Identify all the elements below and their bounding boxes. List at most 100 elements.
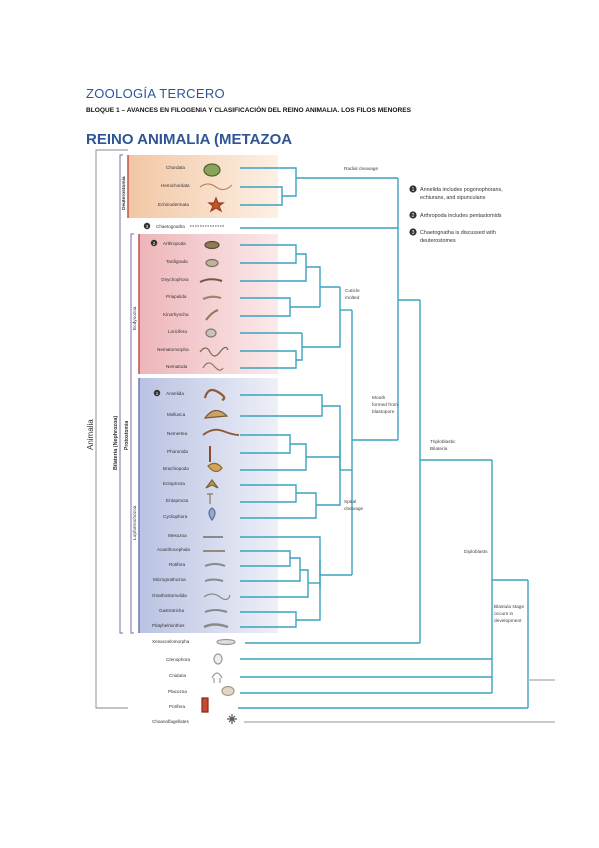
protostomia-label: Protostomia [124,421,130,450]
taxon-platyhelminthes: Platyhelminthes [152,623,185,628]
organism-illustrations [190,163,240,724]
acorn-worm-icon [199,183,233,191]
marker-1-circle [153,389,161,397]
taxon-onychophora: Onychophora [161,277,189,282]
gnathostomulid-icon [203,593,231,601]
legend-1-line-b: echiurans, and sipunculans [420,195,486,201]
kinorhynch-icon [205,309,219,321]
taxon-cycliophora: Cycliophora [163,514,188,519]
jellyfish-icon [211,672,223,683]
node-triploblastic-1: Triploblastic [430,439,456,445]
micrognathozoan-icon [204,578,224,582]
taxon-kinorhyncha: Kinorhyncha [163,312,189,317]
taxon-mollusca: Mollusca [167,412,186,417]
taxon-rotifera: Rotifera [169,562,186,567]
taxon-entoprocta: Entoprocta [166,498,189,503]
choanoflagellate-icon [227,714,237,724]
taxon-chaetognatha: Chaetognatha [156,224,185,229]
loricifera-icon [205,328,217,338]
legend-1-line-a: Annelida includes pogonophorans, [420,187,503,193]
nematode-icon [202,362,224,371]
rotifer-icon [204,563,226,567]
cladogram-branches [238,167,555,723]
taxon-xenacoelomorpha: Xenacoelomorpha [152,639,190,644]
taxon-nematoda: Nematoda [166,364,188,369]
tardigrade-icon [205,258,219,268]
taxon-phoronida: Phoronida [167,449,188,454]
ecdysozoa-label: Ecdysozoa [132,306,138,330]
node-blastula-3: development [494,618,522,624]
mollusk-icon [203,409,229,419]
sea-star-icon [207,196,225,213]
node-radial-cleavage: Radial cleavage [344,166,378,172]
nemertean-icon [202,428,240,436]
annelid-icon [203,388,226,402]
xenacoelomorph-icon [216,638,236,646]
node-mouth-2: formed from [372,402,398,408]
node-mouth-3: blastopore [372,409,395,415]
taxon-ectoprocta: Ectoprocta [163,481,185,486]
cycliophore-icon [208,507,216,522]
legend-3-number: 3 [412,230,415,236]
taxon-nematomorpha: Nematomorpha [157,347,189,352]
comb-jelly-icon [213,653,223,665]
entoproct-icon [207,493,213,504]
animalia-bracket [95,149,128,709]
legend-3-circle [409,228,417,236]
node-mouth-1: Mouth [372,395,386,401]
animalia-label: Animalia [86,419,95,450]
node-blastula-2: occurs in [494,611,514,617]
taxon-brachiopoda: Brachiopoda [163,466,189,471]
protostomia-bracket [130,233,134,634]
bilateria-label: Bilateria (Nephrozoa) [113,416,119,470]
block-subtitle: BLOQUE 1 – AVANCES EN FILOGENIA Y CLASIF… [86,107,412,114]
marker-2-circle [150,239,158,247]
node-cuticle-2: molted [345,295,360,301]
frog-icon [203,163,221,177]
taxon-arthropoda: Arthropoda [163,241,186,246]
marker-3-text: 3 [146,224,149,229]
taxon-gastrotricha: Gastrotricha [159,608,184,613]
node-triploblastic-2: Bilateria [430,446,448,452]
course-title: ZOOLOGÍA TERCERO [86,86,225,101]
node-cuticle-1: Cuticle [345,288,360,294]
gastrotrich-icon [204,609,228,613]
taxon-gnathostomulida: Gnathostomulida [152,593,187,598]
flatworm-icon [203,623,229,629]
taxon-porifera: Porifera [169,704,186,709]
node-spiral-2: cleavage [344,506,364,512]
node-diploblasts: Diploblasts [464,549,488,555]
taxon-tardigrada: Tardigrada [166,259,188,264]
taxon-micrognathozoa: Micrognathozoa [153,577,186,582]
taxon-chordata: Chordata [166,165,185,170]
marker-2-text: 2 [153,241,156,246]
bilateria-bracket [119,154,123,634]
legend-1-circle [409,185,417,193]
lophotrochozoa-box [139,378,278,633]
taxon-nemertea: Nemertea [167,431,188,436]
deuterostomia-label: Deuterostomia [121,176,127,210]
marker-3-circle [143,222,151,230]
brachiopod-icon [207,462,223,473]
legend-2-number: 2 [412,213,415,219]
marker-1-text: 1 [156,391,159,396]
taxon-placozoa: Placozoa [168,689,187,694]
legend-2-circle [409,211,417,219]
lophotrochozoa-label: Lophotrochozoa [132,505,138,540]
taxon-annelida: Annelida [166,391,184,396]
taxon-ctenophora: Ctenophora [166,657,190,662]
legend-2-line-a: Arthropoda includes pentastomids [420,213,502,219]
legend-1-number: 1 [412,187,415,193]
ecdysozoa-box [139,234,278,374]
ectoproct-icon [205,479,219,489]
legend-3-line-b: deuterostomes [420,238,456,244]
priapulid-icon [202,295,222,301]
node-blastula-1: Blastula stage [494,604,524,610]
taxon-loricifera: Loricifera [168,329,187,334]
taxon-hemichordata: Hemichordata [161,183,190,188]
horsehair-worm-icon [199,346,229,357]
section-heading: REINO ANIMALIA (METAZOA [86,131,293,148]
sponge-icon [201,697,209,713]
taxon-cnidaria: Cnidaria [169,673,187,678]
